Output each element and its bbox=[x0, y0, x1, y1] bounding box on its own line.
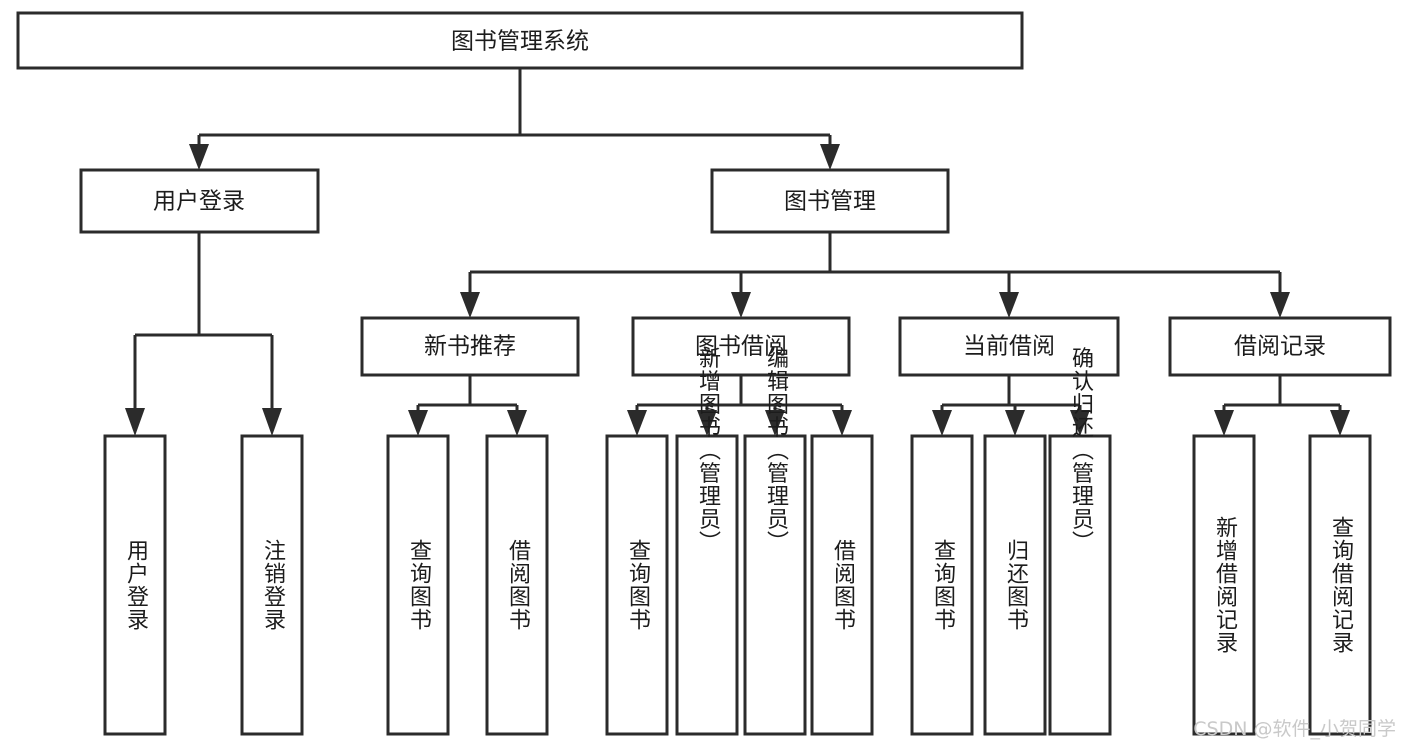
node-cb-query-book-box[interactable] bbox=[910, 434, 974, 736]
node-bb-query-book-label: 查询图书 bbox=[625, 539, 651, 631]
connectors-layer bbox=[125, 68, 1350, 436]
node-bb-add-book[interactable]: 新增图书（管理员） bbox=[675, 347, 739, 736]
node-br-query-record-label: 查询借阅记录 bbox=[1328, 516, 1354, 654]
arrow-head-current-borrow bbox=[999, 292, 1019, 318]
node-nbr-borrow-book[interactable]: 借阅图书 bbox=[485, 434, 549, 736]
node-root-box[interactable] bbox=[16, 11, 1024, 70]
node-cb-return-book-label: 归还图书 bbox=[1003, 539, 1029, 631]
node-current-borrow[interactable]: 当前借阅 bbox=[898, 316, 1120, 377]
arrow-head-bb-borrow-book bbox=[832, 410, 852, 436]
arrow-head-user-login bbox=[189, 144, 209, 170]
node-cb-confirm-return-label: 确认归还（管理员） bbox=[1068, 347, 1094, 554]
arrow-head-borrow-record bbox=[1270, 292, 1290, 318]
node-book-borrow-box[interactable] bbox=[631, 316, 851, 377]
node-bb-borrow-book-label: 借阅图书 bbox=[830, 539, 856, 631]
node-borrow-record-label: 借阅记录 bbox=[1234, 334, 1326, 360]
node-new-book-recommend-box[interactable] bbox=[360, 316, 580, 377]
arrow-head-book-manage bbox=[820, 144, 840, 170]
node-cb-query-book-label: 查询图书 bbox=[930, 539, 956, 631]
node-br-add-record-label: 新增借阅记录 bbox=[1212, 516, 1238, 654]
node-bb-borrow-book-box[interactable] bbox=[810, 434, 874, 736]
node-user-login-do-box[interactable] bbox=[103, 434, 167, 736]
arrow-head-cb-query-book bbox=[932, 410, 952, 436]
node-new-book-recommend-label: 新书推荐 bbox=[424, 334, 516, 360]
arrow-head-new-book-recommend bbox=[460, 292, 480, 318]
node-user-logout[interactable]: 注销登录 bbox=[240, 434, 304, 736]
node-borrow-record-box[interactable] bbox=[1168, 316, 1392, 377]
node-br-query-record[interactable]: 查询借阅记录 bbox=[1308, 434, 1372, 736]
arrow-head-br-query-record bbox=[1330, 410, 1350, 436]
node-br-add-record[interactable]: 新增借阅记录 bbox=[1192, 434, 1256, 736]
arrow-head-nbr-query-book bbox=[408, 410, 428, 436]
node-user-login-label: 用户登录 bbox=[153, 189, 245, 215]
node-bb-add-book-box[interactable] bbox=[675, 434, 739, 736]
arrow-head-user-login-do bbox=[125, 408, 145, 436]
node-user-logout-label: 注销登录 bbox=[260, 539, 286, 631]
node-current-borrow-label: 当前借阅 bbox=[963, 334, 1055, 360]
arrow-head-nbr-borrow-book bbox=[507, 410, 527, 436]
arrow-head-book-borrow bbox=[731, 292, 751, 318]
node-user-login-do-label: 用户登录 bbox=[123, 539, 149, 631]
node-bb-borrow-book[interactable]: 借阅图书 bbox=[810, 434, 874, 736]
node-borrow-record[interactable]: 借阅记录 bbox=[1168, 316, 1392, 377]
node-br-query-record-box[interactable] bbox=[1308, 434, 1372, 736]
node-bb-add-book-label: 新增图书（管理员） bbox=[695, 347, 721, 554]
arrow-head-cb-return-book bbox=[1005, 410, 1025, 436]
node-cb-confirm-return[interactable]: 确认归还（管理员） bbox=[1048, 347, 1112, 736]
node-nbr-borrow-book-label: 借阅图书 bbox=[505, 539, 531, 631]
arrow-head-bb-query-book bbox=[627, 410, 647, 436]
node-root[interactable]: 图书管理系统 bbox=[16, 11, 1024, 70]
node-cb-return-book[interactable]: 归还图书 bbox=[983, 434, 1047, 736]
node-bb-edit-book-label: 编辑图书（管理员） bbox=[763, 347, 789, 554]
node-nbr-query-book-label: 查询图书 bbox=[406, 539, 432, 631]
arrow-head-bb-edit-book bbox=[765, 410, 785, 436]
node-book-borrow-label: 图书借阅 bbox=[695, 334, 787, 360]
node-nbr-query-book-box[interactable] bbox=[386, 434, 450, 736]
node-book-manage-label: 图书管理 bbox=[784, 189, 876, 215]
arrow-head-bb-add-book bbox=[697, 410, 717, 436]
node-book-borrow[interactable]: 图书借阅 bbox=[631, 316, 851, 377]
node-user-login-box[interactable] bbox=[79, 168, 320, 234]
arrow-head-br-add-record bbox=[1214, 410, 1234, 436]
node-bb-query-book-box[interactable] bbox=[605, 434, 669, 736]
arrow-head-cb-confirm-return bbox=[1070, 410, 1090, 436]
node-bb-query-book[interactable]: 查询图书 bbox=[605, 434, 669, 736]
node-current-borrow-box[interactable] bbox=[898, 316, 1120, 377]
arrow-head-user-logout bbox=[262, 408, 282, 436]
node-user-login-do[interactable]: 用户登录 bbox=[103, 434, 167, 736]
node-cb-query-book[interactable]: 查询图书 bbox=[910, 434, 974, 736]
node-new-book-recommend[interactable]: 新书推荐 bbox=[360, 316, 580, 377]
node-bb-edit-book[interactable]: 编辑图书（管理员） bbox=[743, 347, 807, 736]
node-cb-confirm-return-box[interactable] bbox=[1048, 434, 1112, 736]
csdn-watermark: CSDN @软件_小贺同学 bbox=[1193, 718, 1396, 740]
node-user-login[interactable]: 用户登录 bbox=[79, 168, 320, 234]
node-book-manage[interactable]: 图书管理 bbox=[710, 168, 950, 234]
node-nbr-query-book[interactable]: 查询图书 bbox=[386, 434, 450, 736]
node-nbr-borrow-book-box[interactable] bbox=[485, 434, 549, 736]
node-user-logout-box[interactable] bbox=[240, 434, 304, 736]
node-bb-edit-book-box[interactable] bbox=[743, 434, 807, 736]
node-br-add-record-box[interactable] bbox=[1192, 434, 1256, 736]
node-cb-return-book-box[interactable] bbox=[983, 434, 1047, 736]
node-root-label: 图书管理系统 bbox=[451, 29, 589, 55]
node-book-manage-box[interactable] bbox=[710, 168, 950, 234]
